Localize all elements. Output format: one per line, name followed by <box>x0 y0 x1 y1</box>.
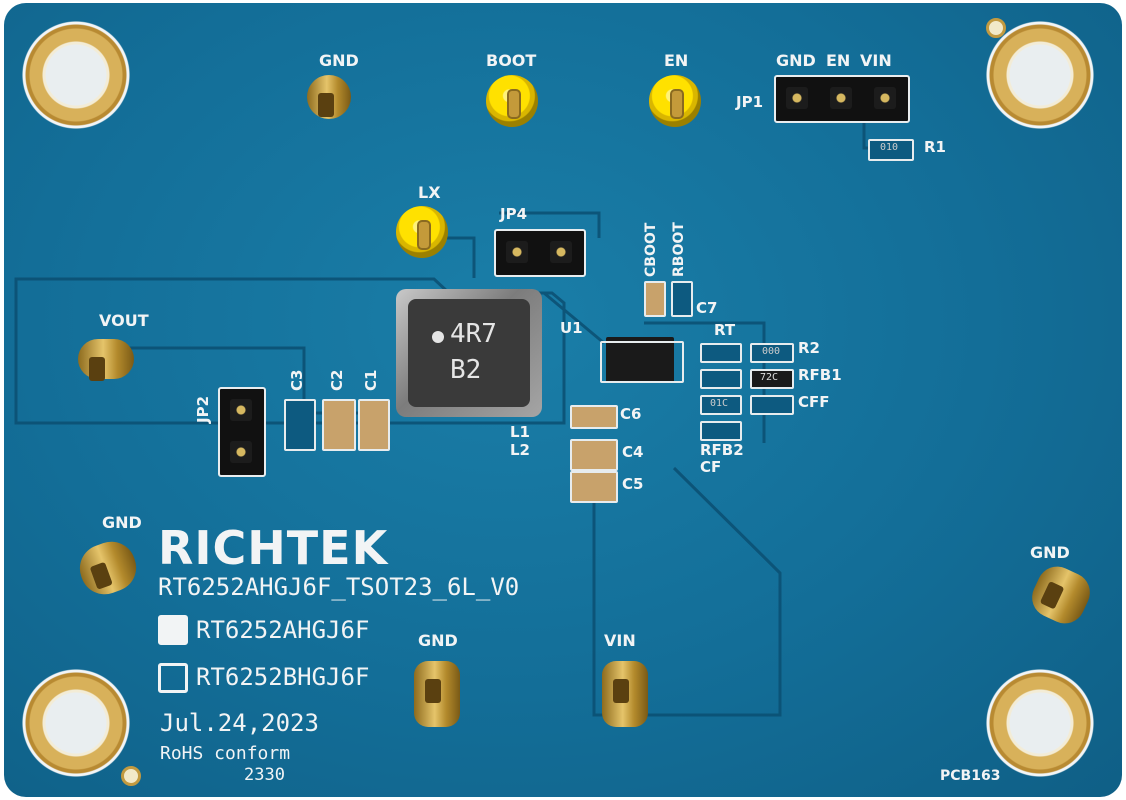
jumper-header-jp4[interactable] <box>494 229 586 277</box>
label-vout: VOUT <box>99 311 149 330</box>
label-c3: C3 <box>288 369 306 391</box>
label-cff: CFF <box>798 393 830 411</box>
header-pin <box>230 399 252 421</box>
inductor-marking-1: 4R7 <box>450 319 497 349</box>
ic-u1 <box>600 337 684 383</box>
label-jp1: JP1 <box>736 93 764 111</box>
capacitor-c1 <box>358 399 390 451</box>
resistor-rfb1: 72C <box>750 369 794 389</box>
label-c1: C1 <box>362 369 380 391</box>
inductor-marking-2: B2 <box>450 355 482 385</box>
rohs-text: RoHS conform <box>160 743 291 764</box>
mounting-hole-bottom-left <box>20 667 132 779</box>
label-rfb2: RFB2 <box>700 441 744 459</box>
capacitor-cff <box>750 395 794 415</box>
label-en: EN <box>664 51 689 70</box>
inductor-l1: 4R7 B2 <box>396 289 542 417</box>
label-jp2: JP2 <box>194 395 212 423</box>
sma-connector-vout[interactable] <box>78 339 134 381</box>
header-pin <box>550 241 572 263</box>
header-pin <box>230 441 252 463</box>
resistor-r2: 000 <box>750 343 794 363</box>
r1-marking: 010 <box>880 142 899 153</box>
pcb-board: GND BOOT EN GND EN VIN JP1 010 R1 LX JP4… <box>4 3 1122 797</box>
label-jp1-gnd: GND <box>776 51 816 70</box>
inductor-core <box>408 299 530 407</box>
r2-marking: 000 <box>762 346 781 357</box>
label-lx: LX <box>418 183 441 202</box>
mounting-hole-bottom-right <box>984 667 1096 779</box>
label-c2: C2 <box>328 369 346 391</box>
resistor-rfb2: 01C <box>700 395 742 415</box>
header-pin <box>874 87 896 109</box>
test-point-en[interactable] <box>649 75 701 127</box>
label-c5: C5 <box>622 475 644 493</box>
label-c6: C6 <box>620 405 642 423</box>
jumper-header-jp1[interactable] <box>774 75 910 123</box>
label-rboot: RBOOT <box>671 222 687 277</box>
label-c7: C7 <box>696 299 718 317</box>
capacitor-cboot <box>644 281 666 317</box>
pcb-id: PCB163 <box>940 768 1001 784</box>
label-gnd-top: GND <box>319 51 359 70</box>
label-u1: U1 <box>560 319 583 337</box>
jumper-header-jp2[interactable] <box>218 387 266 477</box>
label-gnd-right: GND <box>1030 543 1070 562</box>
board-date: Jul.24,2023 <box>160 709 319 737</box>
capacitor-c7 <box>700 369 742 389</box>
label-r1: R1 <box>924 138 946 156</box>
test-point-boot[interactable] <box>486 75 538 127</box>
capacitor-c5 <box>570 471 618 503</box>
sma-connector-vin-bottom[interactable] <box>602 661 648 727</box>
label-cf: CF <box>700 458 722 476</box>
resistor-rt <box>700 343 742 363</box>
option-a-label: RT6252AHGJ6F <box>196 616 370 644</box>
brand-logo: RICHTEK <box>158 521 389 575</box>
label-l2: L2 <box>510 441 530 459</box>
capacitor-c4 <box>570 439 618 471</box>
label-vin-bottom: VIN <box>604 631 636 650</box>
label-l1: L1 <box>510 423 530 441</box>
capacitor-c3 <box>284 399 316 451</box>
label-jp1-en: EN <box>826 51 851 70</box>
fiducial-bottom-left <box>121 766 141 786</box>
header-pin <box>786 87 808 109</box>
sma-connector-gnd-top[interactable] <box>307 75 351 119</box>
mounting-hole-top-right <box>984 19 1096 131</box>
capacitor-cf <box>700 421 742 441</box>
option-b-label: RT6252BHGJ6F <box>196 663 370 691</box>
label-boot: BOOT <box>486 51 537 70</box>
label-cboot: CBOOT <box>643 222 659 277</box>
label-c4: C4 <box>622 443 644 461</box>
capacitor-c6 <box>570 405 618 429</box>
board-name: RT6252AHGJ6F_TSOT23_6L_V0 <box>158 573 520 601</box>
label-jp4: JP4 <box>500 205 528 223</box>
label-rt: RT <box>714 321 736 339</box>
sma-connector-gnd-bottom[interactable] <box>414 661 460 727</box>
rfb1-marking: 72C <box>760 372 779 383</box>
header-pin <box>830 87 852 109</box>
label-gnd-left: GND <box>102 513 142 532</box>
label-gnd-bottom: GND <box>418 631 458 650</box>
option-a-checkbox <box>158 615 188 645</box>
mounting-hole-top-left <box>20 19 132 131</box>
lot-code: 2330 <box>244 765 285 785</box>
label-rfb1: RFB1 <box>798 366 842 384</box>
option-b-checkbox <box>158 663 188 693</box>
rfb2-marking: 01C <box>710 398 729 409</box>
test-point-lx[interactable] <box>396 206 448 258</box>
inductor-dot <box>432 331 444 343</box>
resistor-r1: 010 <box>868 139 914 161</box>
capacitor-c2 <box>322 399 356 451</box>
fiducial-top-right <box>986 18 1006 38</box>
label-r2: R2 <box>798 339 820 357</box>
resistor-rboot <box>671 281 693 317</box>
copper-traces <box>14 118 884 717</box>
header-pin <box>506 241 528 263</box>
label-jp1-vin: VIN <box>860 51 892 70</box>
